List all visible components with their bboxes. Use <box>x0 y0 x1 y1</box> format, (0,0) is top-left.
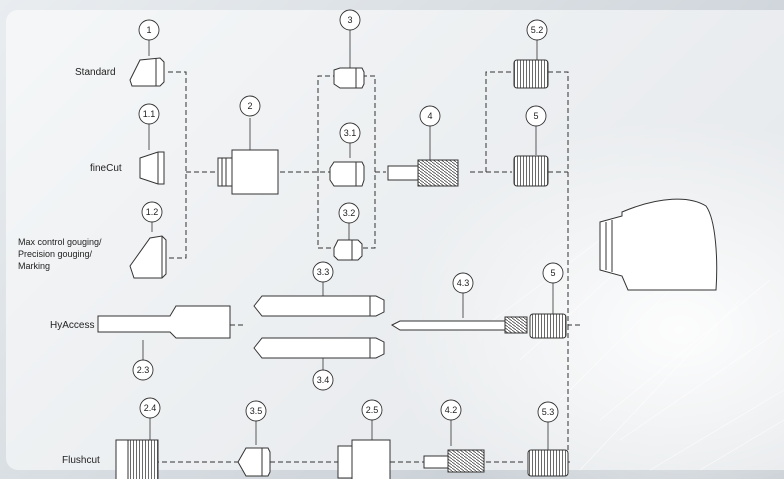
part-swirl-ring-5 <box>513 155 549 187</box>
callout-label: 1.1 <box>143 109 156 119</box>
callout-2-5: 2.5 <box>361 399 383 421</box>
label-standard: Standard <box>75 67 116 78</box>
callout-label: 2.3 <box>137 365 150 375</box>
callout-label: 5 <box>550 268 555 278</box>
part-flushcut-retaining-cap <box>115 439 159 479</box>
callout-4-2: 4.2 <box>440 399 462 421</box>
callout-5: 5 <box>542 262 564 284</box>
part-retaining-cap <box>217 149 279 195</box>
part-flushcut-nozzle <box>237 447 271 477</box>
callout-label: 1 <box>146 25 151 35</box>
callout-3: 3 <box>339 9 361 31</box>
callout-label: 3.4 <box>317 375 330 385</box>
part-nozzle <box>333 67 365 89</box>
callout-3-3: 3.3 <box>312 261 334 283</box>
label-max-control-line3: Marking <box>18 261 51 271</box>
part-nozzle-finecut <box>329 161 365 187</box>
callout-5: 5 <box>525 105 547 127</box>
label-hyaccess: HyAccess <box>50 320 95 331</box>
callout-label: 3.2 <box>343 208 356 218</box>
connector-lines <box>130 71 580 463</box>
callout-label: 3.1 <box>344 128 357 138</box>
part-flushcut-swirl-ring <box>527 449 569 477</box>
callout-label: 2.5 <box>366 405 379 415</box>
callout-3-1: 3.1 <box>339 122 361 144</box>
callout-5-3: 5.3 <box>537 401 559 423</box>
callout-group: 1 1.1 1.2 2 3 3.1 3.2 4 5.2 5 3.3 3.4 4.3 5 2.3 2.4 3.5 2… <box>132 9 564 423</box>
part-torch-head <box>599 198 718 291</box>
part-flushcut-electrode <box>423 449 485 473</box>
callout-4: 4 <box>419 105 441 127</box>
callout-label: 3 <box>347 15 352 25</box>
part-nozzle-gouging <box>333 239 363 261</box>
callout-label: 5.3 <box>542 407 555 417</box>
callout-1: 1 <box>138 19 160 41</box>
part-finecut-shield <box>139 151 165 185</box>
part-hyaccess-electrode <box>390 316 528 334</box>
part-electrode <box>387 159 459 187</box>
label-max-control-line2: Precision gouging/ <box>18 249 93 259</box>
part-hyaccess-nozzle-3-3 <box>253 295 385 317</box>
label-finecut: fineCut <box>90 163 122 174</box>
part-gouging-shield <box>129 235 167 279</box>
callout-4-3: 4.3 <box>452 272 474 294</box>
callout-label: 5 <box>533 111 538 121</box>
label-flushcut: Flushcut <box>62 455 100 466</box>
part-standard-shield <box>129 57 165 87</box>
callout-2-3: 2.3 <box>132 359 154 381</box>
callout-5-2: 5.2 <box>526 19 548 41</box>
callout-3-2: 3.2 <box>338 202 360 224</box>
part-hyaccess-retaining-cap <box>97 305 231 339</box>
part-hyaccess-nozzle-3-4 <box>253 337 385 359</box>
callout-2: 2 <box>239 95 261 117</box>
callout-3-4: 3.4 <box>312 369 334 391</box>
leader-lines <box>142 30 554 450</box>
callout-1-1: 1.1 <box>138 103 160 125</box>
callout-label: 2 <box>247 101 252 111</box>
callout-label: 4.2 <box>445 405 458 415</box>
callout-label: 1.2 <box>146 207 159 217</box>
callout-label: 5.2 <box>531 25 544 35</box>
callout-label: 2.4 <box>144 403 157 413</box>
label-max-control-line1: Max control gouging/ <box>18 237 102 247</box>
callout-label: 4.3 <box>457 278 470 288</box>
part-hyaccess-swirl-ring <box>529 313 567 339</box>
callout-3-5: 3.5 <box>245 400 267 422</box>
part-swirl-ring-5-2 <box>513 59 549 89</box>
callout-label: 4 <box>427 111 432 121</box>
callout-label: 3.5 <box>250 406 263 416</box>
part-flushcut-shield <box>337 439 391 479</box>
callout-1-2: 1.2 <box>141 201 163 223</box>
callout-label: 3.3 <box>317 267 330 277</box>
callout-2-4: 2.4 <box>139 397 161 419</box>
